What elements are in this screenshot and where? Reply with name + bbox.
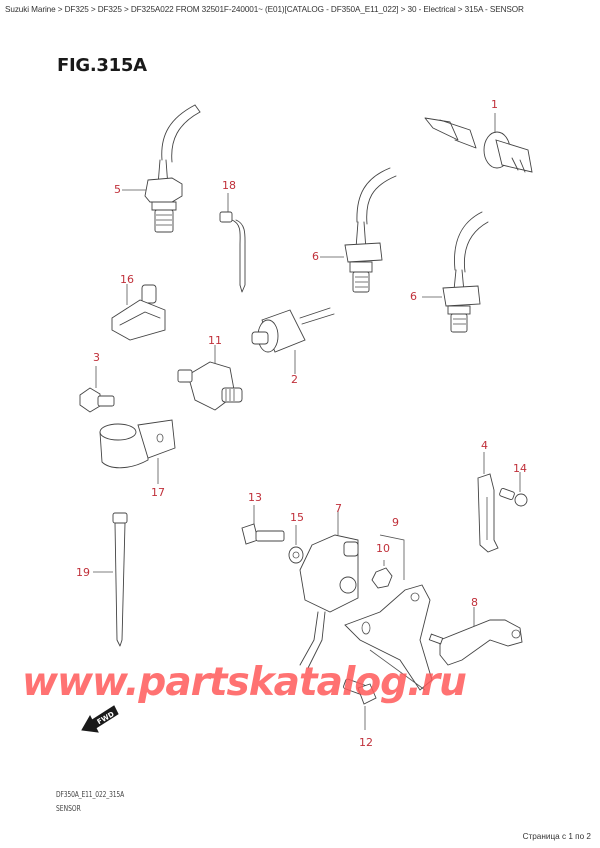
callout-14[interactable]: 14 xyxy=(513,462,527,475)
figure-title: FIG.315A xyxy=(57,55,147,76)
callout-3[interactable]: 3 xyxy=(93,351,100,364)
callout-9[interactable]: 9 xyxy=(392,516,399,529)
part-13-bolt-icon xyxy=(241,505,285,545)
callout-11[interactable]: 11 xyxy=(208,334,222,347)
part-16-clamp-icon xyxy=(111,284,166,341)
callout-5[interactable]: 5 xyxy=(114,183,121,196)
part-14-screw-icon xyxy=(499,472,528,507)
part-19-tie-icon xyxy=(93,512,128,647)
callout-16[interactable]: 16 xyxy=(120,273,134,286)
callout-7[interactable]: 7 xyxy=(335,502,342,515)
callout-6a[interactable]: 6 xyxy=(312,250,319,263)
callout-10[interactable]: 10 xyxy=(376,542,390,555)
part-1-connector-icon xyxy=(424,113,533,173)
part-3-bolt-icon xyxy=(79,366,115,413)
breadcrumb[interactable]: Suzuki Marine > DF325 > DF325 > DF325A02… xyxy=(5,5,524,14)
part-4-bracket-icon xyxy=(477,452,499,553)
callout-8[interactable]: 8 xyxy=(471,596,478,609)
figure-name: SENSOR xyxy=(56,804,81,813)
callout-17[interactable]: 17 xyxy=(151,486,165,499)
part-8-lever-icon xyxy=(428,607,523,666)
watermark: www.partskatalog.ru xyxy=(22,660,467,705)
callout-19[interactable]: 19 xyxy=(76,566,90,579)
figure-code: DF350A_E11_022_315A xyxy=(56,790,125,799)
callout-6b[interactable]: 6 xyxy=(410,290,417,303)
fwd-label: FWD xyxy=(96,710,116,726)
part-12-bolt-icon xyxy=(343,678,377,730)
fwd-arrow-icon: FWD xyxy=(80,700,120,739)
part-7-sensor-icon xyxy=(299,510,359,669)
part-2-sensor-icon xyxy=(251,307,335,374)
part-9-bracket-icon xyxy=(344,534,433,691)
part-18-tie-icon xyxy=(219,193,246,293)
part-15-washer-icon xyxy=(288,525,304,564)
callout-1[interactable]: 1 xyxy=(491,98,498,111)
callout-12[interactable]: 12 xyxy=(359,736,373,749)
part-17-clamp-icon xyxy=(99,419,176,484)
part-11-sensor-icon xyxy=(177,345,243,411)
page-indicator: Страница с 1 по 2 xyxy=(522,832,591,841)
part-6a-sensor-icon xyxy=(320,167,397,293)
part-5-sensor-icon xyxy=(122,104,201,233)
callout-18[interactable]: 18 xyxy=(222,179,236,192)
callout-4[interactable]: 4 xyxy=(481,439,488,452)
part-6b-sensor-icon xyxy=(422,211,489,333)
callout-15[interactable]: 15 xyxy=(290,511,304,524)
callout-13[interactable]: 13 xyxy=(248,491,262,504)
callout-2[interactable]: 2 xyxy=(291,373,298,386)
